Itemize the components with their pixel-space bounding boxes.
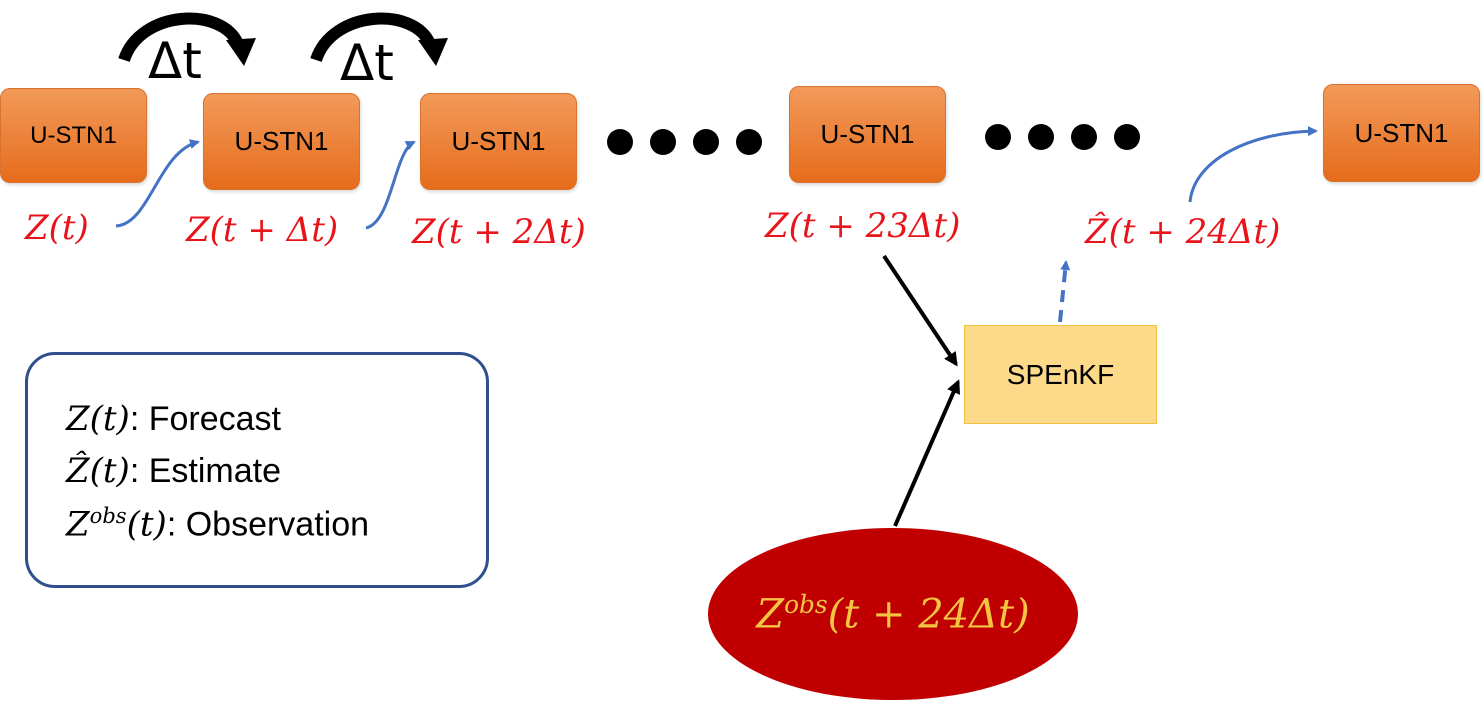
ellipsis-dot xyxy=(650,129,676,155)
legend-item-estimate: Ẑ(t): Estimate xyxy=(66,451,281,491)
step-arrowhead-1 xyxy=(226,38,256,66)
legend-desc: : Forecast xyxy=(129,400,281,438)
spenkf-filter-box: SPEnKF xyxy=(964,325,1157,424)
step-arrow-2 xyxy=(310,12,436,63)
ellipsis-dot xyxy=(693,129,719,155)
ellipsis-dot xyxy=(607,129,633,155)
ellipsis-dot xyxy=(1071,124,1097,150)
step-arrow-1 xyxy=(118,12,244,63)
ellipsis-dot xyxy=(1114,124,1140,150)
ustn-block-1: U-STN1 xyxy=(0,88,147,183)
ellipsis-dot xyxy=(1028,124,1054,150)
legend-symbol: Z(t) xyxy=(66,399,130,439)
legend-item-observation: Zobs(t): Observation xyxy=(66,503,369,544)
state-label-t-plus-1: Z(t + Δt) xyxy=(186,210,339,250)
legend-desc: : Estimate xyxy=(129,452,281,490)
input-arrow-1 xyxy=(115,139,200,228)
legend-item-forecast: Z(t): Forecast xyxy=(66,399,281,439)
estimate-dashed-arrow xyxy=(1058,260,1071,323)
time-step-label-2: Δt xyxy=(340,34,394,92)
estimate-label-t-plus-24: Ẑ(t + 24Δt) xyxy=(1085,212,1281,252)
observation-sup: obs xyxy=(784,590,828,620)
observation-label: Zobs(t + 24Δt) xyxy=(756,590,1029,637)
ellipsis-dot xyxy=(736,129,762,155)
legend-symbol-sup: obs xyxy=(89,503,127,528)
legend-symbol: Z xyxy=(66,504,90,545)
ellipsis-dot xyxy=(985,124,1011,150)
step-arrowhead-2 xyxy=(418,38,448,66)
ustn-block-3: U-STN1 xyxy=(420,93,577,190)
legend-desc: : Observation xyxy=(166,505,370,544)
ustn-block-4: U-STN1 xyxy=(789,86,946,183)
state-label-t-plus-2: Z(t + 2Δt) xyxy=(412,212,586,252)
ustn-block-2: U-STN1 xyxy=(203,93,360,190)
observation-to-filter-arrow xyxy=(893,379,961,527)
forecast-to-filter-arrow xyxy=(882,254,958,367)
input-arrow-3 xyxy=(1188,126,1318,203)
state-label-t-plus-23: Z(t + 23Δt) xyxy=(765,206,961,246)
state-label-t: Z(t) xyxy=(25,208,89,248)
time-step-label-1: Δt xyxy=(148,32,202,90)
legend-symbol: Ẑ(t) xyxy=(66,451,130,491)
ustn-block-5: U-STN1 xyxy=(1323,84,1480,182)
legend-box: Z(t): Forecast Ẑ(t): Estimate Zobs(t): O… xyxy=(25,352,489,588)
input-arrow-2 xyxy=(365,140,416,230)
observation-ellipse: Zobs(t + 24Δt) xyxy=(708,528,1078,700)
observation-arg: (t + 24Δt) xyxy=(827,591,1030,638)
observation-base: Z xyxy=(756,591,785,638)
legend-symbol-tail: (t) xyxy=(126,504,167,545)
